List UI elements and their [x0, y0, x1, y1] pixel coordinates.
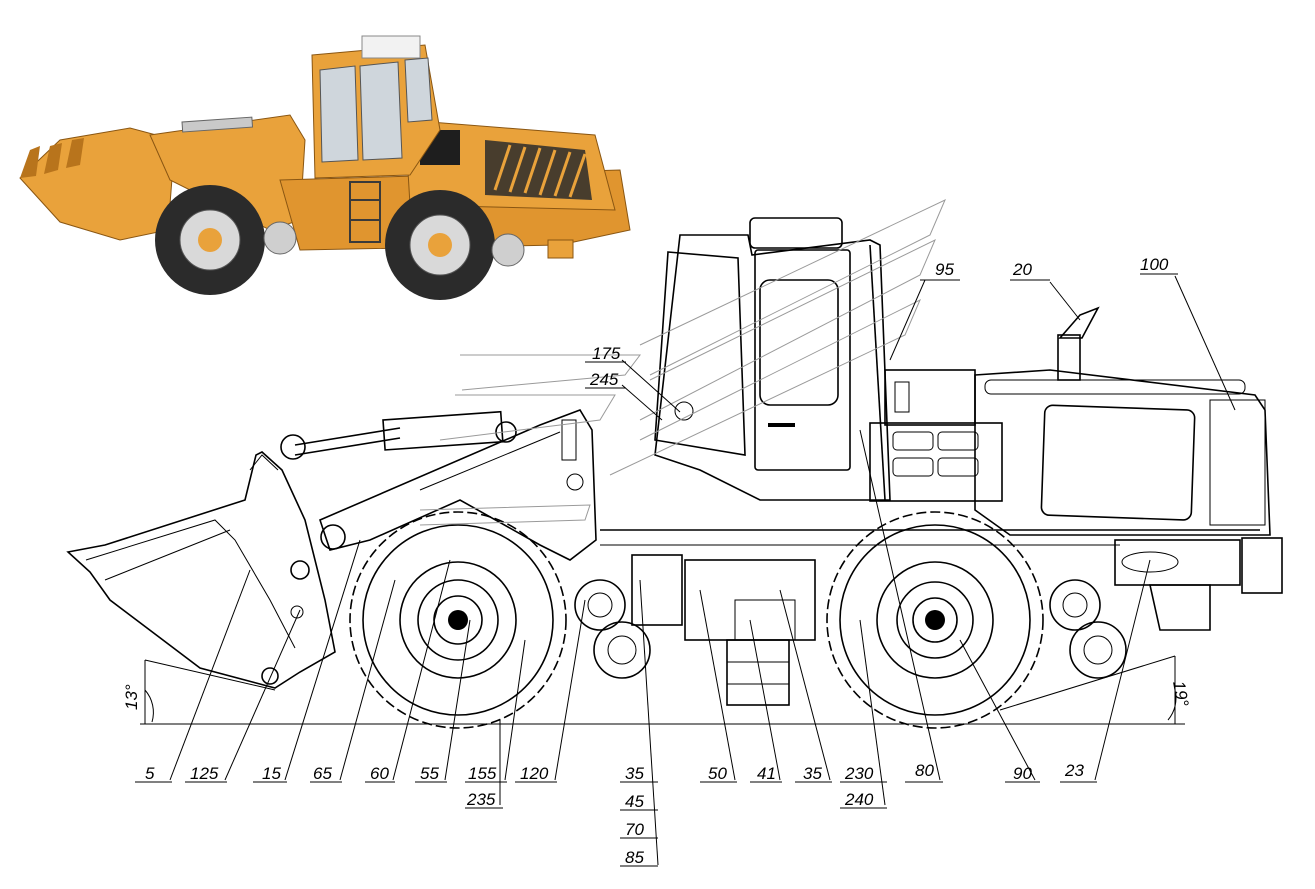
callout-60: 60	[370, 764, 389, 783]
callout-100: 100	[1140, 255, 1169, 274]
callout-35-b: 35	[803, 764, 822, 783]
callout-240: 240	[844, 790, 874, 809]
callout-245: 245	[589, 370, 619, 389]
front-wheel	[349, 511, 567, 729]
loader-render-image	[19, 35, 631, 300]
callout-230: 230	[844, 764, 874, 783]
angle-label-front: 13°	[122, 684, 141, 710]
leader-lines	[169, 275, 1236, 866]
callout-85: 85	[625, 848, 644, 867]
cab-window-door	[359, 61, 403, 161]
angle-label-rear: 19°	[1169, 679, 1192, 708]
front-wheel-render	[155, 185, 265, 295]
callout-155: 155	[468, 764, 497, 783]
bucket	[66, 451, 336, 689]
callout-90: 90	[1013, 764, 1032, 783]
callout-175: 175	[592, 344, 621, 363]
callout-80: 80	[915, 761, 934, 780]
callout-65: 65	[313, 764, 332, 783]
callout-35-a: 35	[625, 764, 644, 783]
lift-cylinder	[280, 410, 517, 460]
side-panel	[1040, 404, 1196, 521]
callout-235: 235	[466, 790, 496, 809]
callout-41: 41	[757, 764, 776, 783]
cab-roof	[749, 217, 843, 249]
callout-70: 70	[625, 820, 644, 839]
boom-arm	[319, 409, 597, 561]
callout-20: 20	[1012, 260, 1032, 279]
track-rollers	[574, 579, 1127, 679]
engine-housing	[869, 306, 1283, 594]
callout-120: 120	[520, 764, 549, 783]
loader-technical-drawing	[66, 198, 1283, 867]
callout-125: 125	[190, 764, 219, 783]
section-outlines	[419, 198, 946, 526]
rear-wheel-render	[385, 190, 495, 300]
exhaust-pipe	[1057, 334, 1081, 381]
chassis-frame	[600, 529, 1260, 706]
cab-window-left	[319, 65, 359, 163]
callout-5: 5	[145, 764, 155, 783]
callout-55: 55	[420, 764, 439, 783]
callout-23: 23	[1064, 761, 1084, 780]
ladder	[726, 639, 790, 706]
cab-front-window	[654, 251, 746, 456]
callout-95: 95	[935, 260, 954, 279]
callout-15: 15	[262, 764, 281, 783]
callout-50: 50	[708, 764, 727, 783]
radiator-grille	[869, 422, 1003, 502]
cab-roof-unit	[361, 35, 421, 59]
callout-45: 45	[625, 792, 644, 811]
rear-wheel	[826, 511, 1044, 729]
bucket-render	[19, 127, 176, 241]
